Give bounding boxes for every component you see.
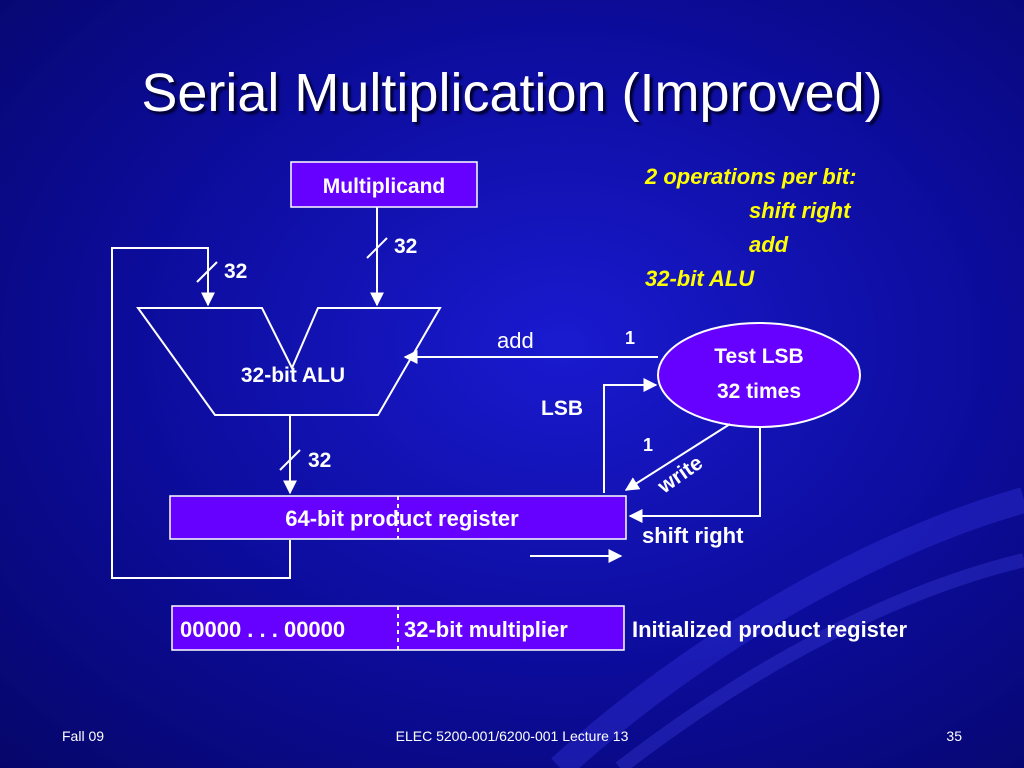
control-line-1: Test LSB bbox=[714, 345, 803, 368]
one-label-write: 1 bbox=[643, 435, 653, 455]
footer-page-number: 35 bbox=[946, 728, 962, 744]
write-wire bbox=[624, 423, 731, 491]
feedback-wire bbox=[111, 247, 291, 579]
shift-control-wire bbox=[628, 427, 761, 523]
notes-line-2: shift right bbox=[749, 198, 851, 223]
notes-line-4: 32-bit ALU bbox=[645, 266, 755, 291]
notes-line-3: add bbox=[749, 232, 789, 257]
bus-width-multiplicand: 32 bbox=[394, 235, 417, 258]
lsb-label: LSB bbox=[541, 397, 583, 420]
footer-left: Fall 09 bbox=[62, 728, 105, 744]
product-register: 64-bit product register bbox=[169, 495, 627, 540]
initialized-register: 00000 . . . 00000 32-bit multiplier bbox=[171, 605, 625, 651]
one-label-add: 1 bbox=[625, 328, 635, 348]
init-caption: Initialized product register bbox=[632, 617, 907, 642]
notes: 2 operations per bit: shift right add 32… bbox=[645, 160, 856, 296]
init-multiplier: 32-bit multiplier bbox=[404, 617, 568, 642]
alu-label: 32-bit ALU bbox=[241, 364, 345, 387]
test-lsb-control: Test LSB 32 times bbox=[657, 322, 861, 428]
slide-title: Serial Multiplication (Improved) bbox=[141, 63, 883, 123]
shift-right-label: shift right bbox=[642, 523, 744, 548]
add-label: add bbox=[497, 328, 534, 353]
bus-slash-multiplicand bbox=[366, 237, 388, 259]
bus-slash-alu-out bbox=[279, 449, 301, 471]
product-register-label: 64-bit product register bbox=[285, 506, 519, 531]
write-label: write bbox=[653, 451, 707, 499]
multiplicand-box: Multiplicand bbox=[290, 161, 478, 208]
bus-width-alu-out: 32 bbox=[308, 449, 331, 472]
multiplicand-label: Multiplicand bbox=[323, 175, 446, 198]
bus-width-feedback: 32 bbox=[224, 260, 247, 283]
bus-slash-feedback bbox=[196, 261, 218, 283]
footer-center: ELEC 5200-001/6200-001 Lecture 13 bbox=[395, 728, 629, 744]
alu-shape: 32-bit ALU bbox=[136, 307, 442, 416]
notes-line-1: 2 operations per bit: bbox=[645, 164, 857, 189]
lsb-wire bbox=[603, 378, 658, 493]
init-zeros: 00000 . . . 00000 bbox=[180, 617, 345, 642]
control-line-2: 32 times bbox=[717, 380, 801, 403]
